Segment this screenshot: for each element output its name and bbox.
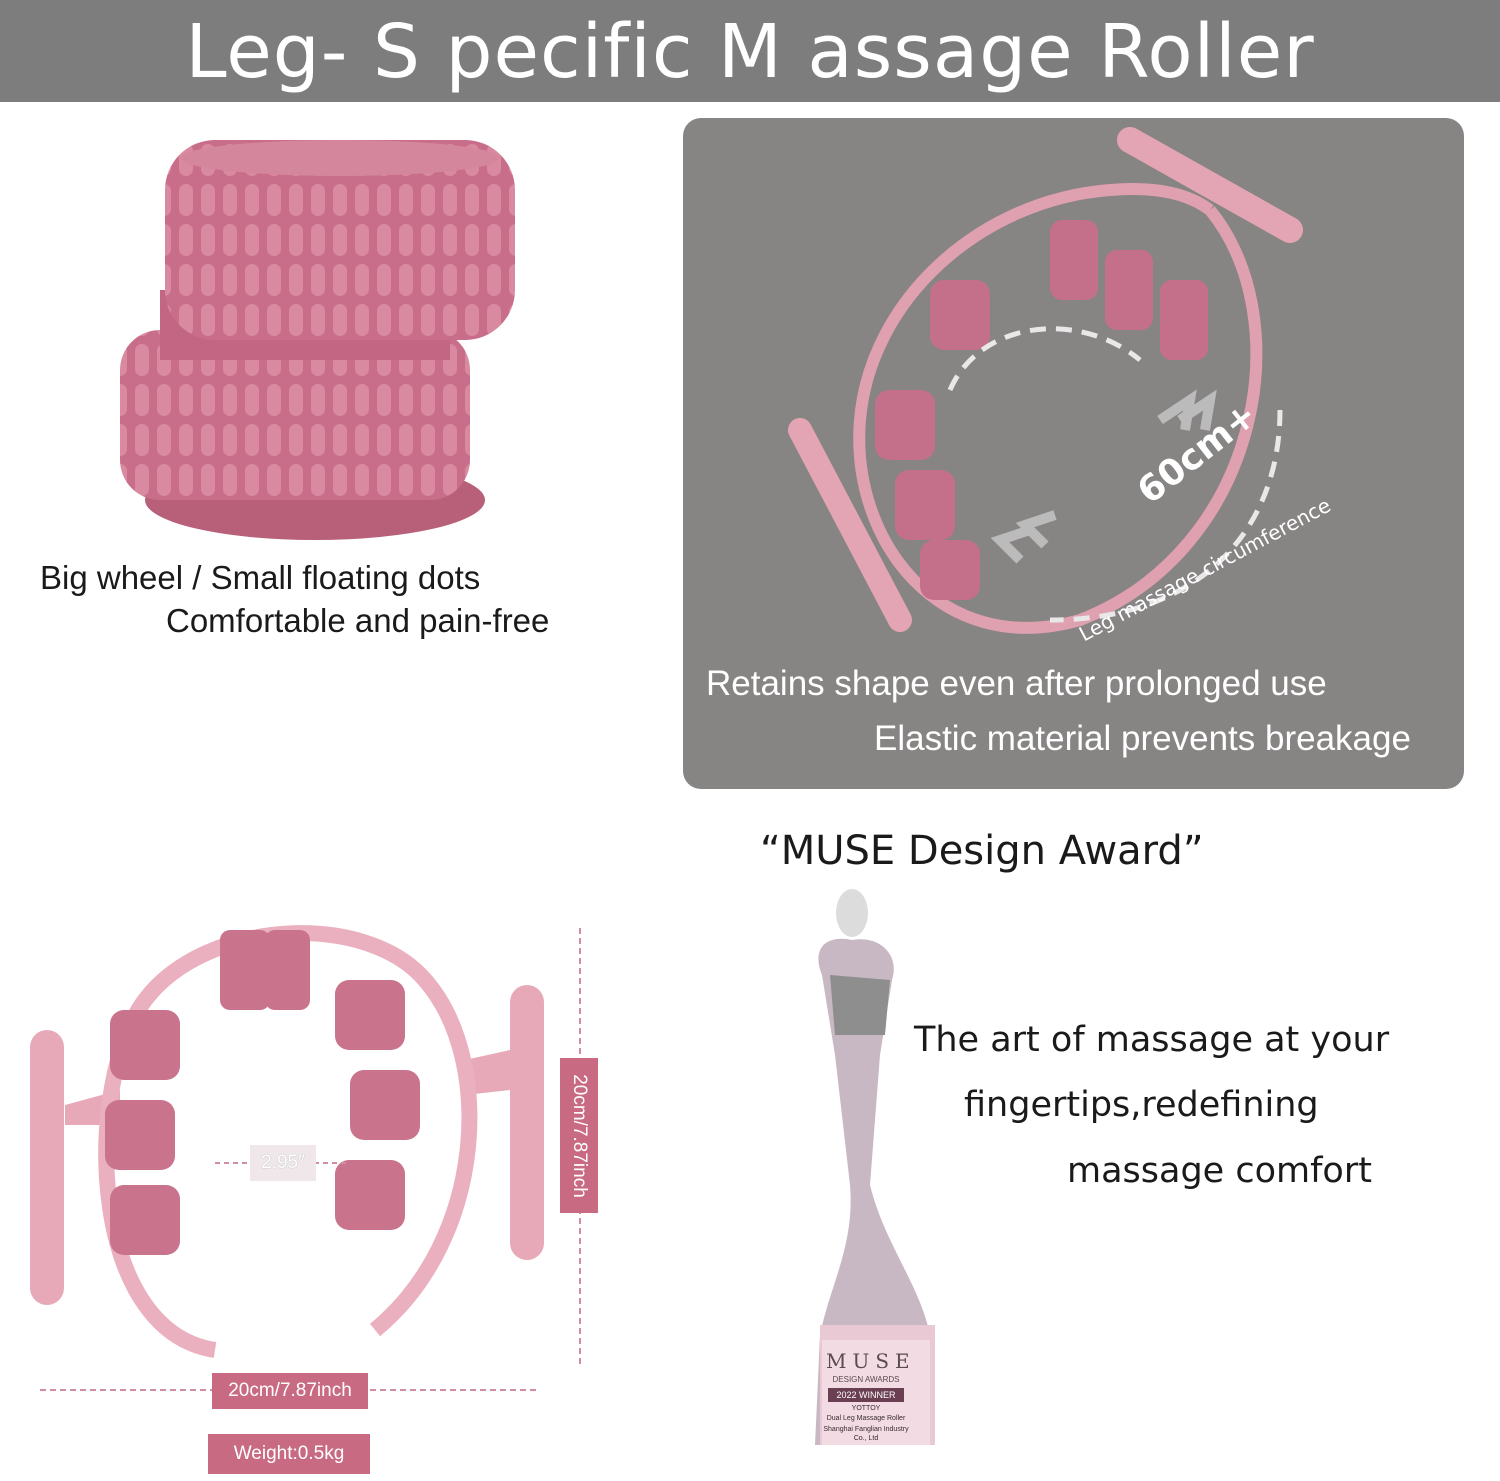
plaque-maker: Shanghai Fanglian Industry Co., Ltd	[823, 1426, 909, 1442]
plaque-product: Dual Leg Massage Roller	[826, 1415, 906, 1422]
plaque-sub: DESIGN AWARDS	[832, 1375, 900, 1384]
weight-label: Weight:0.5kg	[208, 1434, 370, 1474]
height-label: 20cm/7.87inch	[569, 1073, 591, 1198]
dimension-roller-image	[30, 925, 581, 1391]
inner-width-label: 2.95″	[250, 1145, 316, 1181]
award-text-line1: The art of massage at your	[914, 1020, 1390, 1060]
title-banner	[0, 0, 1500, 102]
panel-caption-line1: Retains shape even after prolonged use	[706, 664, 1327, 703]
plaque-winner: 2022 WINNER	[828, 1388, 904, 1402]
big-wheel-roller-image	[120, 140, 515, 540]
width-label: 20cm/7.87inch	[212, 1373, 368, 1409]
muse-trophy-image	[815, 889, 935, 1445]
leg-roller-ring-image	[788, 127, 1303, 634]
banner-title: Leg- S pecific M assage Roller	[185, 9, 1315, 95]
panel-caption-line2: Elastic material prevents breakage	[874, 719, 1411, 758]
award-text-line2: fingertips,redefining	[964, 1085, 1319, 1125]
plaque-company: YOTTOY	[851, 1405, 881, 1412]
plaque-brand: MUSE	[826, 1349, 916, 1373]
wheel-caption-line1: Big wheel / Small floating dots	[40, 559, 481, 596]
award-text-line3: massage comfort	[1067, 1151, 1372, 1191]
award-title: “MUSE Design Award”	[760, 828, 1204, 874]
wheel-caption-line2: Comfortable and pain-free	[166, 602, 550, 639]
height-tag: 20cm/7.87inch	[560, 1058, 598, 1213]
